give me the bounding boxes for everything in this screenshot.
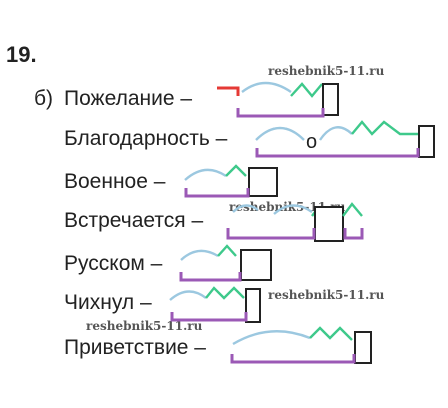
suffix-mark: [351, 120, 418, 136]
watermark: reshebnik5-11.ru: [268, 288, 385, 302]
word-vstrechaetsya: Встречается –: [64, 209, 204, 232]
root-arc: [169, 290, 207, 301]
ending-box: [248, 167, 278, 197]
prefix-mark: [217, 86, 240, 96]
watermark: reshebnik5-11.ru: [86, 319, 203, 333]
word-chikhnul: Чихнул –: [64, 291, 152, 314]
base-bracket: [179, 272, 242, 282]
connector-vowel: о: [306, 131, 317, 153]
suffix-mark: [290, 82, 323, 98]
suffix-mark: [225, 164, 247, 177]
word-voennoe: Военное –: [64, 170, 166, 193]
base-bracket: [184, 188, 250, 198]
suffix-mark: [309, 326, 353, 341]
scheme-voennoe: [184, 164, 278, 198]
scheme-pozhelanie: [217, 81, 339, 118]
suffix-mark: [217, 244, 237, 257]
scheme-privetstvie: [230, 326, 372, 364]
exercise-number: 19.: [6, 42, 37, 67]
ending-box: [245, 288, 261, 323]
root-arc: [273, 204, 313, 215]
root-arc: [180, 249, 219, 261]
base-bracket: [230, 354, 356, 364]
base-bracket: [226, 228, 316, 240]
root-arc: [319, 126, 353, 141]
word-privetstvie: Приветствие –: [64, 336, 206, 359]
exercise-variant: б): [34, 87, 54, 110]
base-bracket: [170, 312, 248, 322]
word-russkom: Русском –: [64, 252, 163, 275]
base-bracket: [255, 148, 420, 158]
root-arc: [241, 81, 292, 93]
root-arc: [232, 204, 259, 213]
base-bracket: [236, 108, 325, 118]
ending-box: [354, 331, 372, 364]
ending-box: [240, 249, 272, 281]
word-blagodarnost: Благодарность –: [64, 127, 228, 150]
scheme-vstrechaetsya: [226, 202, 364, 242]
ending-box: [418, 125, 435, 158]
postfix-bracket: [343, 228, 364, 240]
ending-box: [322, 83, 339, 116]
root-arc: [232, 330, 311, 346]
root-arc: [184, 168, 227, 181]
postfix-mark: [342, 202, 363, 217]
watermark: reshebnik5-11.ru: [268, 64, 385, 78]
word-pozhelanie: Пожелание –: [64, 87, 193, 110]
scheme-blagodarnost: о: [255, 120, 435, 158]
ending-box: [314, 206, 344, 242]
suffix-mark: [205, 286, 245, 300]
scheme-russkom: [179, 244, 272, 282]
scheme-chikhnul: [169, 286, 261, 323]
root-arc: [255, 126, 305, 141]
